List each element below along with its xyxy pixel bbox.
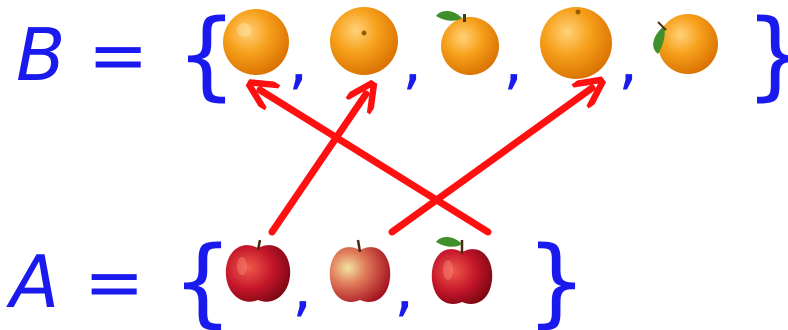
arrow-apple-2-to-orange-4 <box>392 88 592 232</box>
set-a-name: A <box>6 240 59 324</box>
apple-3-icon <box>432 237 492 304</box>
set-b-close-brace: } <box>745 0 788 111</box>
apple-1-icon <box>226 240 290 302</box>
set-b-comma-3: , <box>503 24 523 98</box>
orange-2-icon <box>330 7 398 75</box>
set-b-comma-2: , <box>402 24 422 98</box>
orange-1-icon <box>223 9 289 75</box>
set-a-comma-1: , <box>292 251 312 325</box>
apple-2-icon <box>330 240 390 302</box>
orange-5-icon <box>653 14 718 74</box>
orange-3-icon <box>436 11 499 75</box>
set-b-comma-4: , <box>618 24 638 98</box>
set-a-comma-2: , <box>394 251 414 325</box>
set-a-close-brace: } <box>526 226 587 330</box>
set-b-equals: = <box>88 13 148 97</box>
set-b-name: B <box>16 13 65 97</box>
arrow-apple-1-to-orange-2 <box>272 94 366 232</box>
orange-4-icon <box>540 7 612 79</box>
arrow-apple-3-to-orange-1 <box>260 90 488 232</box>
mapping-arrows <box>260 88 592 232</box>
set-a-equals: = <box>84 240 144 324</box>
set-b-comma-1: , <box>288 24 308 98</box>
set-a-open-brace: { <box>172 226 233 330</box>
